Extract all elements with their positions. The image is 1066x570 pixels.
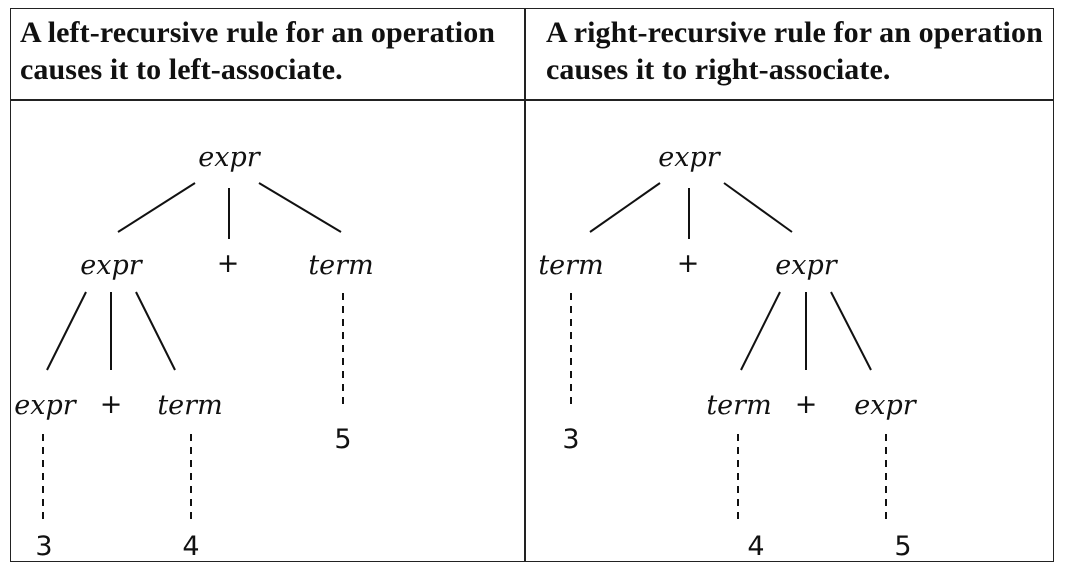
right-panel-header: A right-recursive rule for an operation …: [546, 16, 1043, 86]
right-l1-term-node: term: [538, 250, 603, 281]
right-edge: [589, 182, 661, 233]
right-l1-expr-node: expr: [775, 250, 838, 281]
left-edge: [135, 291, 176, 371]
left-leaf-3: 3: [35, 531, 52, 562]
left-l1-term-node: term: [308, 250, 373, 281]
left-l1-expr-node: expr: [80, 250, 143, 281]
right-edge: [830, 291, 872, 371]
left-l2-expr-node: expr: [14, 390, 77, 421]
right-leaf-3: 3: [562, 424, 579, 455]
right-l2-term-node: term: [706, 390, 771, 421]
table-frame: [10, 8, 1054, 562]
left-leaf-4: 4: [182, 531, 199, 562]
right-l2-expr-node: expr: [854, 390, 917, 421]
left-edge: [117, 182, 196, 233]
left-root-node: expr: [198, 142, 261, 173]
left-panel-header: A left-recursive rule for an operation c…: [20, 16, 496, 86]
column-divider: [524, 8, 526, 562]
right-edge: [740, 291, 781, 371]
left-parse-tree: expr expr + term expr + term 5 3 4: [14, 142, 373, 562]
right-edge: [723, 182, 793, 233]
right-l2-plus-node: +: [795, 389, 818, 420]
left-edge: [46, 291, 87, 371]
left-leaf-5: 5: [334, 424, 351, 455]
left-edge: [258, 182, 342, 233]
header-divider: [10, 99, 1054, 101]
right-parse-tree: expr term + expr 3 term + expr 4 5: [538, 142, 917, 562]
right-leaf-5: 5: [894, 531, 911, 562]
right-root-node: expr: [658, 142, 721, 173]
right-l1-plus-node: +: [677, 248, 700, 279]
left-l2-plus-node: +: [100, 389, 123, 420]
right-leaf-4: 4: [747, 531, 764, 562]
left-l1-plus-node: +: [217, 248, 240, 279]
left-l2-term-node: term: [157, 390, 222, 421]
